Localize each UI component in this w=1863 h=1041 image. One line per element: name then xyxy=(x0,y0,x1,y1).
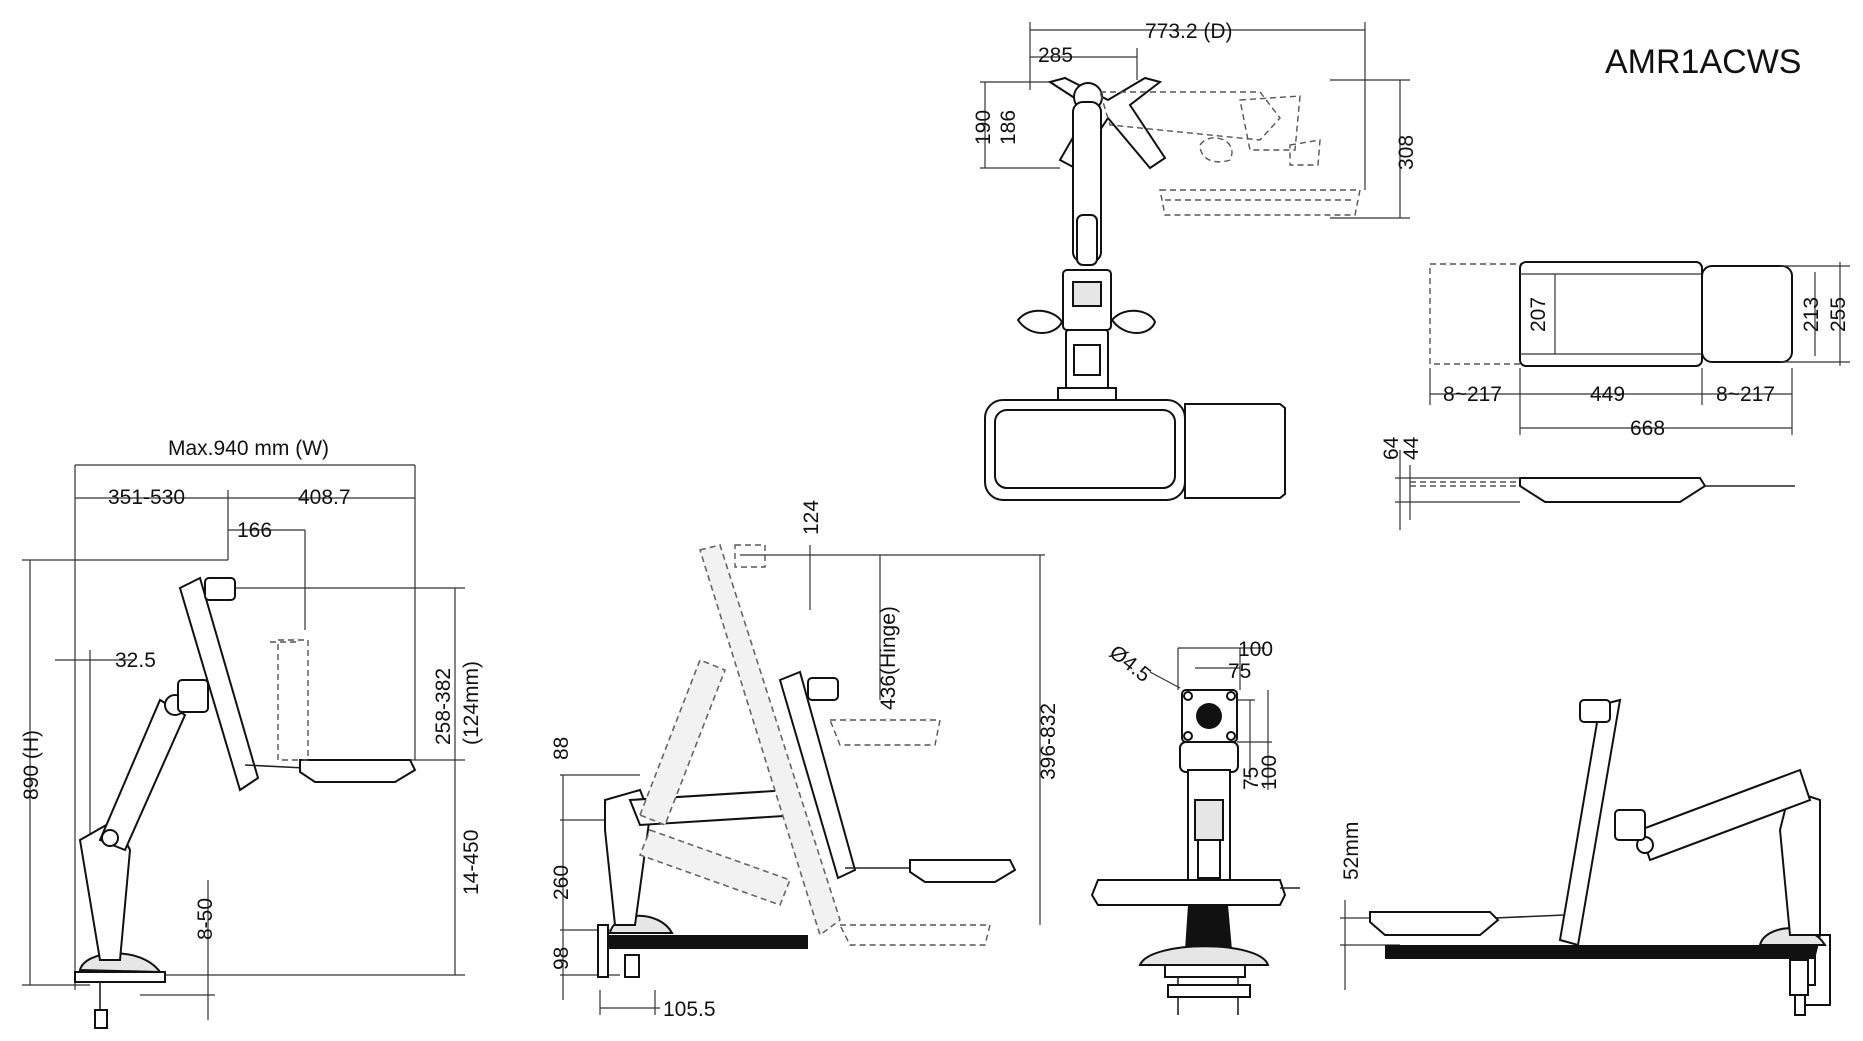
right-side-view: 52mm xyxy=(1340,698,1831,1016)
dim-88: 88 xyxy=(550,737,573,760)
dim-64: 64 xyxy=(1380,436,1403,460)
dim-260: 260 xyxy=(550,865,573,900)
dim-351-530: 351-530 xyxy=(108,486,185,509)
dim-105-5: 105.5 xyxy=(663,998,716,1021)
dim-124: 124 xyxy=(800,500,823,535)
dim-max-width: Max.940 mm (W) xyxy=(168,437,329,460)
dim-190: 190 xyxy=(972,110,995,145)
dim-186: 186 xyxy=(997,110,1020,145)
dim-449: 449 xyxy=(1590,383,1625,406)
tray-top-view: 207 213 255 8~217 449 8~217 668 xyxy=(1429,261,1850,440)
dim-396-832: 396-832 xyxy=(1037,703,1060,780)
front-view: Ø4.5 100 75 75 100 xyxy=(1090,638,1300,1015)
dim-52mm: 52mm xyxy=(1340,822,1363,880)
tray-side-view: 64 44 xyxy=(1380,436,1795,530)
dim-tray-right-ext: 8~217 xyxy=(1716,383,1775,406)
dim-408-7: 408.7 xyxy=(298,486,351,509)
left-side-view: Max.940 mm (W) 351-530 408.7 166 32.5 89… xyxy=(20,437,483,1029)
dim-166: 166 xyxy=(237,519,272,542)
dim-diameter-4-5: Ø4.5 xyxy=(1105,641,1155,687)
middle-side-view: 124 436(Hinge) 396-832 88 260 98 105.5 xyxy=(550,500,1060,1021)
dim-vesa-100-top: 100 xyxy=(1238,638,1273,661)
dim-436-hinge: 436(Hinge) xyxy=(877,606,900,710)
dim-213: 213 xyxy=(1800,297,1823,332)
dim-vesa-100-side: 100 xyxy=(1258,755,1281,790)
dim-vesa-75-top: 75 xyxy=(1228,660,1251,683)
dim-tray-left-ext: 8~217 xyxy=(1443,383,1502,406)
dim-vesa-75-side: 75 xyxy=(1240,767,1263,790)
dim-668: 668 xyxy=(1630,417,1665,440)
dim-258-382: 258-382 xyxy=(432,668,455,745)
dim-44: 44 xyxy=(1400,436,1423,460)
dim-255: 255 xyxy=(1827,297,1850,332)
top-view: 773.2 (D) 285 190 186 308 xyxy=(972,20,1418,501)
dim-124mm: (124mm) xyxy=(460,661,483,745)
dim-890-h: 890 (H) xyxy=(20,730,43,800)
dim-depth-total: 773.2 (D) xyxy=(1145,20,1233,43)
model-name: AMR1ACWS xyxy=(1605,43,1801,81)
dim-8-50: 8-50 xyxy=(194,898,217,940)
dim-14-450: 14-450 xyxy=(460,830,483,895)
dim-285: 285 xyxy=(1038,44,1073,67)
dim-98: 98 xyxy=(550,947,573,970)
dim-32-5: 32.5 xyxy=(115,649,156,672)
dim-308: 308 xyxy=(1395,135,1418,170)
dim-207: 207 xyxy=(1527,297,1550,332)
